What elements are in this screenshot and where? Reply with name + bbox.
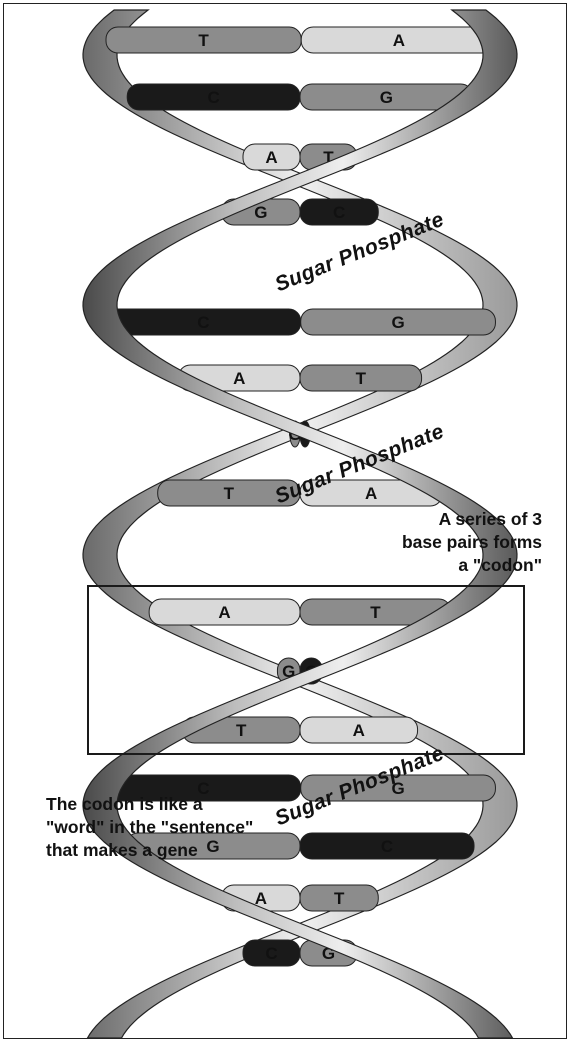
base-letter-left: G (254, 203, 267, 222)
base-letter-right: A (353, 721, 365, 740)
base-letter-left: C (197, 313, 209, 332)
base-letter-right: T (334, 889, 345, 908)
word-annotation-line: that makes a gene (46, 839, 286, 862)
codon-annotation-line: a "codon" (392, 554, 542, 577)
base-letter-left: C (207, 88, 219, 107)
base-letter-left: A (233, 369, 245, 388)
codon-annotation-line: base pairs forms (392, 531, 542, 554)
base-letter-right: G (391, 313, 404, 332)
word-annotation-line: The codon is like a (46, 793, 286, 816)
base-letter-left: T (198, 31, 209, 50)
base-letter-right: C (381, 837, 393, 856)
base-letter-left: T (224, 484, 235, 503)
base-letter-right: C (333, 203, 345, 222)
codon-annotation-line: A series of 3 (392, 508, 542, 531)
base-letter-right: A (393, 31, 405, 50)
base-letter-left: A (218, 603, 230, 622)
base-letter-right: T (356, 369, 367, 388)
base-letter-left: A (265, 148, 277, 167)
word-annotation-line: "word" in the "sentence" (46, 816, 286, 839)
base-letter-right: T (370, 603, 381, 622)
base-letter-left: T (236, 721, 247, 740)
base-letter-right: A (365, 484, 377, 503)
base-letter-right: G (380, 88, 393, 107)
base-letter-left: C (265, 944, 277, 963)
word-annotation: The codon is like a "word" in the "sente… (46, 793, 286, 862)
codon-annotation: A series of 3 base pairs forms a "codon" (392, 508, 542, 577)
